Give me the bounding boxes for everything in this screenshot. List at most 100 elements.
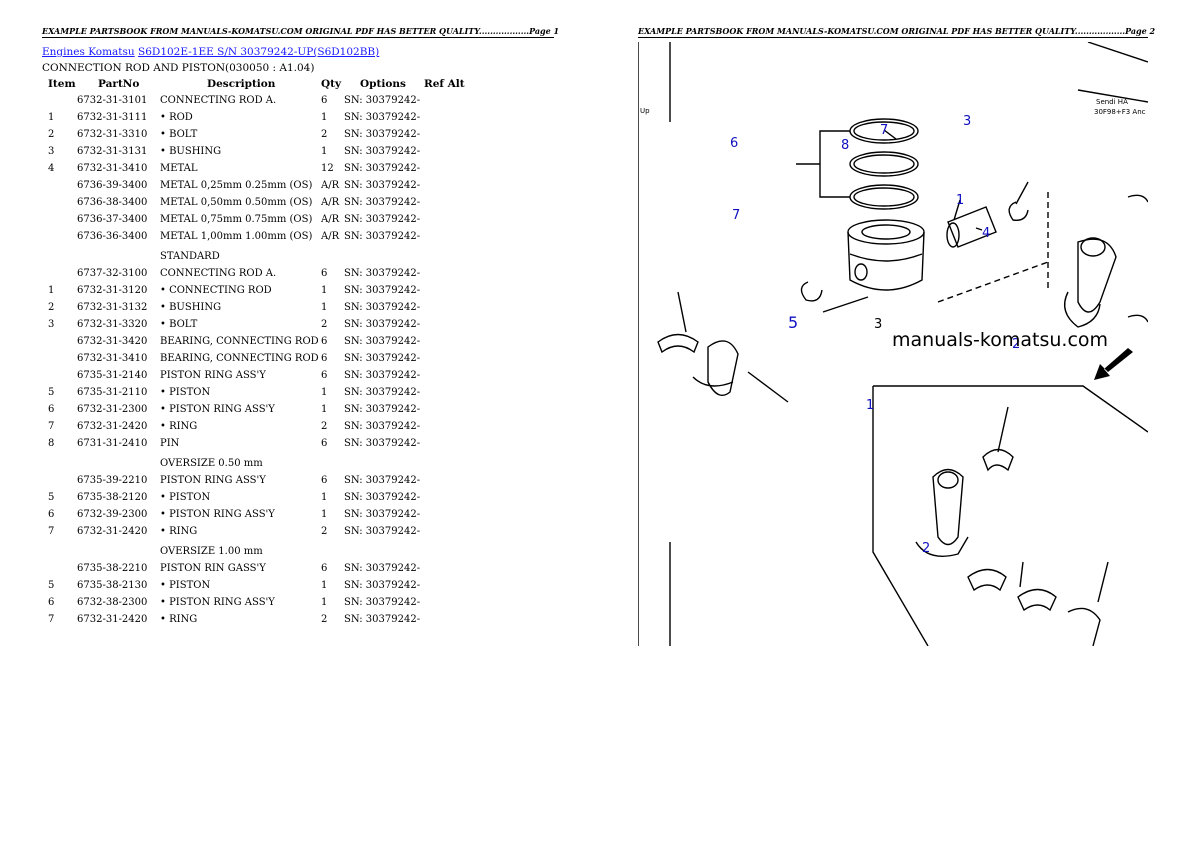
row-qty: 1 [321, 112, 328, 123]
leader-line [1015, 181, 1029, 205]
inset-frame [873, 385, 1148, 433]
row-description: • PISTON RING ASS'Y [160, 597, 275, 608]
row-partno: 6732-31-3320 [77, 319, 148, 330]
breadcrumb-link-model[interactable]: S6D102E-1EE S/N 30379242-UP(S6D102BB) [138, 46, 380, 58]
row-note: STANDARD [160, 251, 220, 262]
row-options: SN: 30379242- [344, 146, 421, 157]
row-description: • CONNECTING ROD [160, 285, 272, 296]
col-item: Item [48, 78, 76, 90]
callout-number: 1 [866, 398, 874, 413]
row-options: SN: 30379242- [344, 214, 421, 225]
table-header: Item PartNo Description Qty Options Ref … [42, 78, 512, 92]
row-description: METAL [160, 163, 198, 174]
bearing-shape [657, 333, 699, 354]
row-description: METAL 0,50mm 0.50mm (OS) [160, 197, 313, 208]
row-partno: 6736-36-3400 [77, 231, 148, 242]
row-description: PISTON RIN GASS'Y [160, 563, 266, 574]
row-partno: 6732-31-3410 [77, 353, 148, 364]
row-partno: 6732-31-2420 [77, 421, 148, 432]
callout-number: 3 [874, 317, 882, 332]
row-description: • BUSHING [160, 146, 222, 157]
bearing-shape [967, 568, 1007, 592]
row-options: SN: 30379242- [344, 302, 421, 313]
row-item: 3 [48, 146, 55, 157]
row-note: OVERSIZE 1.00 mm [160, 546, 263, 557]
row-qty: 12 [321, 163, 334, 174]
row-partno: 6732-38-2300 [77, 597, 148, 608]
row-qty: 6 [321, 95, 328, 106]
snap-ring-shape [800, 281, 823, 302]
rod-shape [1127, 194, 1148, 203]
row-partno: 6732-31-3410 [77, 163, 148, 174]
row-options: SN: 30379242- [344, 163, 421, 174]
callout-number: 2 [922, 541, 930, 556]
row-description: • BUSHING [160, 302, 222, 313]
row-options: SN: 30379242- [344, 336, 421, 347]
row-description: PIN [160, 438, 180, 449]
row-options: SN: 30379242- [344, 421, 421, 432]
row-qty: 6 [321, 370, 328, 381]
row-partno: 6736-37-3400 [77, 214, 148, 225]
row-options: SN: 30379242- [344, 129, 421, 140]
row-note: OVERSIZE 0.50 mm [160, 458, 263, 469]
rod-cap-shape [692, 376, 734, 387]
piston-shape [861, 224, 911, 240]
frame-line [1087, 42, 1148, 63]
row-description: • ROD [160, 112, 193, 123]
rod-shape [932, 468, 964, 546]
row-item: 2 [48, 302, 55, 313]
row-options: SN: 30379242- [344, 438, 421, 449]
col-refalt: Ref Alt [424, 78, 465, 90]
row-options: SN: 30379242- [344, 353, 421, 364]
row-item: 7 [48, 526, 55, 537]
row-qty: 1 [321, 597, 328, 608]
row-partno: 6732-31-3101 [77, 95, 148, 106]
row-options: SN: 30379242- [344, 509, 421, 520]
row-options: SN: 30379242- [344, 95, 421, 106]
callout-number: 3 [963, 114, 971, 129]
callout-number: 1 [956, 193, 964, 208]
row-partno: 6735-38-2130 [77, 580, 148, 591]
callout-number: 7 [880, 123, 888, 138]
frame-line [1077, 89, 1148, 103]
row-description: • RING [160, 614, 198, 625]
rod-shape [915, 536, 969, 557]
row-options: SN: 30379242- [344, 268, 421, 279]
row-qty: 6 [321, 268, 328, 279]
corner-label: 30F98+F3 Anc [1094, 108, 1146, 116]
row-item: 1 [48, 285, 55, 296]
piston-shape [849, 253, 923, 262]
row-description: • PISTON RING ASS'Y [160, 509, 275, 520]
row-partno: 6732-31-2300 [77, 404, 148, 415]
row-options: SN: 30379242- [344, 492, 421, 503]
row-qty: 2 [321, 526, 328, 537]
row-description: • RING [160, 421, 198, 432]
pin-shape [946, 222, 960, 248]
page-header: EXAMPLE PARTSBOOK FROM MANUALS-KOMATSU.C… [638, 26, 1156, 38]
row-item: 6 [48, 509, 55, 520]
breadcrumb: Engines Komatsu S6D102E-1EE S/N 30379242… [42, 46, 379, 58]
row-qty: 6 [321, 475, 328, 486]
breadcrumb-link-engines[interactable]: Engines Komatsu [42, 46, 135, 58]
row-description: PISTON RING ASS'Y [160, 475, 266, 486]
row-item: 7 [48, 614, 55, 625]
row-item: 3 [48, 319, 55, 330]
ring-shape [853, 121, 915, 141]
inset-frame [872, 386, 929, 646]
row-qty: A/R [321, 180, 340, 191]
row-options: SN: 30379242- [344, 231, 421, 242]
col-qty: Qty [321, 78, 342, 90]
